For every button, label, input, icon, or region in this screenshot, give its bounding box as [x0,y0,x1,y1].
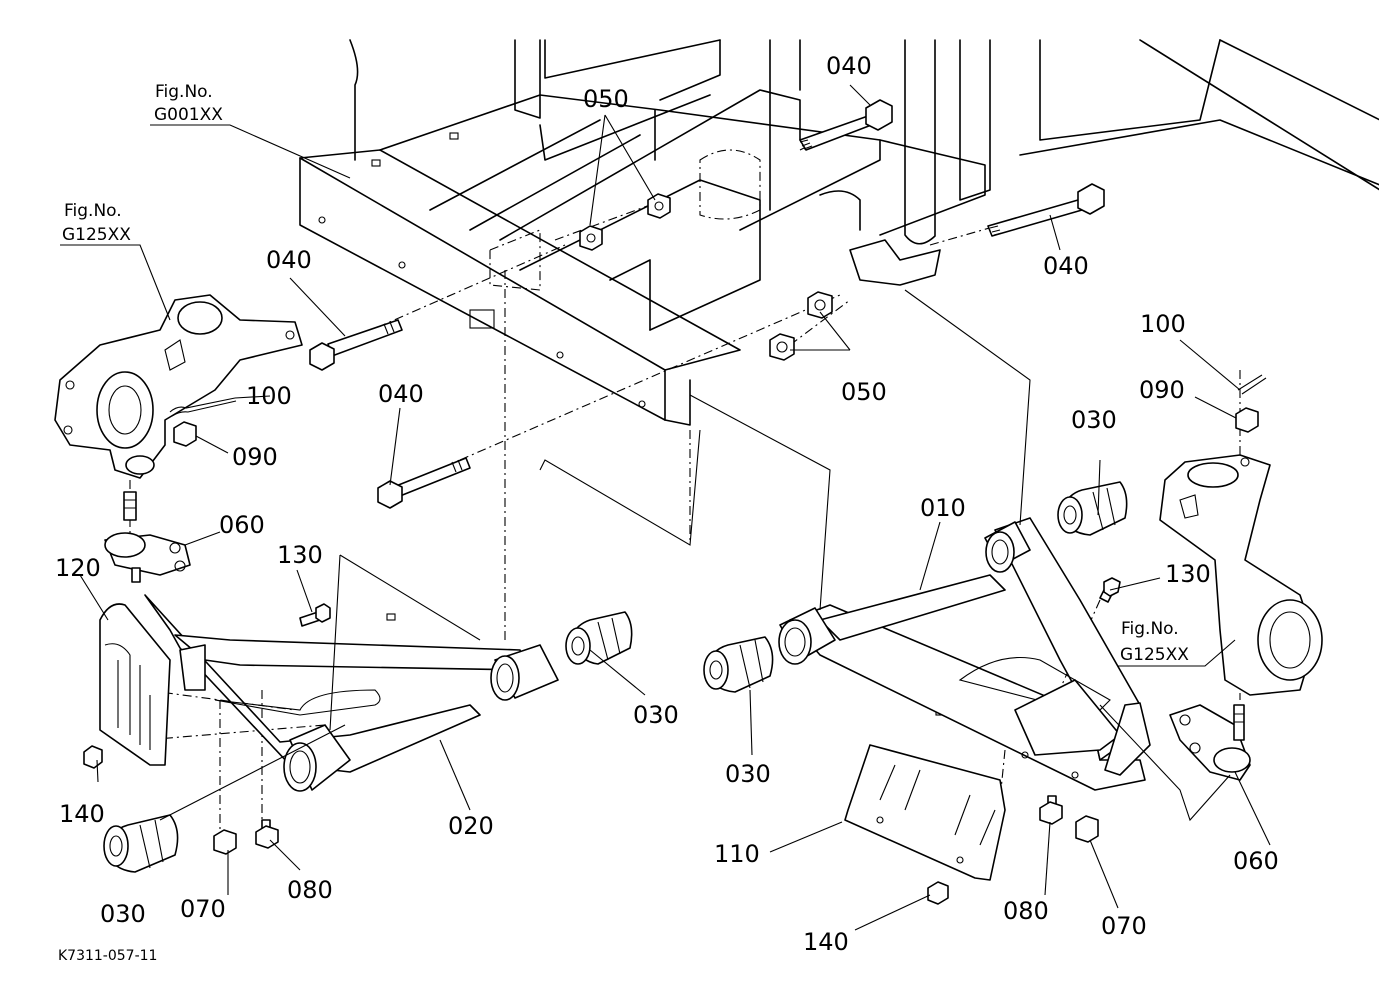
part-label: 030 [725,760,771,788]
fig-ref-title: Fig.No. [155,82,213,102]
bushing-left-rear [565,611,633,665]
fig-ref-title: Fig.No. [64,201,122,221]
drawing-code: K7311-057-11 [58,948,157,964]
part-label: 030 [633,701,679,729]
part-label: 030 [100,900,146,928]
part-label: 080 [1003,897,1049,925]
castle-nut-right [1235,407,1259,433]
part-label: 120 [55,554,101,582]
lower-arm-left [144,594,559,792]
bolt-130-left [299,603,331,627]
part-label: 050 [841,378,887,406]
right-steering-knuckle [1159,454,1323,696]
castle-nut-left [173,421,197,447]
part-label: 100 [246,382,292,410]
part-label: 090 [232,443,278,471]
part-label: 070 [180,895,226,923]
bolt-upper-center [799,99,893,151]
part-number-labels: 040 050 040 040 050 040 100 040 090 060 … [55,52,1279,956]
skid-guard-right [844,744,1006,881]
bushing-right-upper [1057,481,1128,536]
bolt-upper-right [987,183,1105,237]
part-label: 140 [803,928,849,956]
bolt-080-left [255,819,279,849]
bushing-left-front [103,814,179,873]
part-label: 130 [1165,560,1211,588]
nut-050-a [579,225,603,251]
part-label: 020 [448,812,494,840]
nut-070-left [213,829,237,855]
bolt-left-middle [309,319,403,371]
fig-ref-code: G125XX [1120,645,1189,665]
bushing-right-lower [703,636,774,693]
part-label: 040 [266,246,312,274]
bolt-080-right [1039,795,1063,825]
flange-bolt-140-right [927,881,949,905]
flange-bolt-140-left [83,745,103,769]
part-label: 060 [219,511,265,539]
skid-guard-left [99,603,171,766]
figure-reference-labels: Fig.No. G001XX Fig.No. G125XX Fig.No. G1… [62,82,1189,665]
part-label: 070 [1101,912,1147,940]
fig-ref-code: G125XX [62,225,131,245]
bolt-left-lower [377,457,471,509]
ball-joint-right [1169,704,1251,781]
part-label: 030 [1071,406,1117,434]
part-label: 080 [287,876,333,904]
part-label: 100 [1140,310,1186,338]
fig-ref-code: G001XX [154,105,223,125]
part-label: 050 [583,85,629,113]
part-label: 040 [826,52,872,80]
part-label: 130 [277,541,323,569]
part-label: 140 [59,800,105,828]
nut-070-right [1075,815,1099,843]
fig-ref-title: Fig.No. [1121,619,1179,639]
nut-050-c [807,291,833,319]
bolt-130-right [1099,577,1121,603]
part-label: 040 [1043,252,1089,280]
part-label: 010 [920,494,966,522]
part-label: 110 [714,840,760,868]
lower-arm-right [778,517,1151,791]
nut-050-d [769,333,795,361]
nut-050-b [647,193,671,219]
part-label: 040 [378,380,424,408]
left-steering-knuckle [54,294,303,479]
part-label: 090 [1139,376,1185,404]
part-label: 060 [1233,847,1279,875]
chassis-frame [299,39,1379,716]
cotter-pin-right [1237,374,1267,395]
ball-joint-left [104,491,191,583]
cotter-pin-left [169,397,237,417]
leader-lines [60,84,1271,931]
